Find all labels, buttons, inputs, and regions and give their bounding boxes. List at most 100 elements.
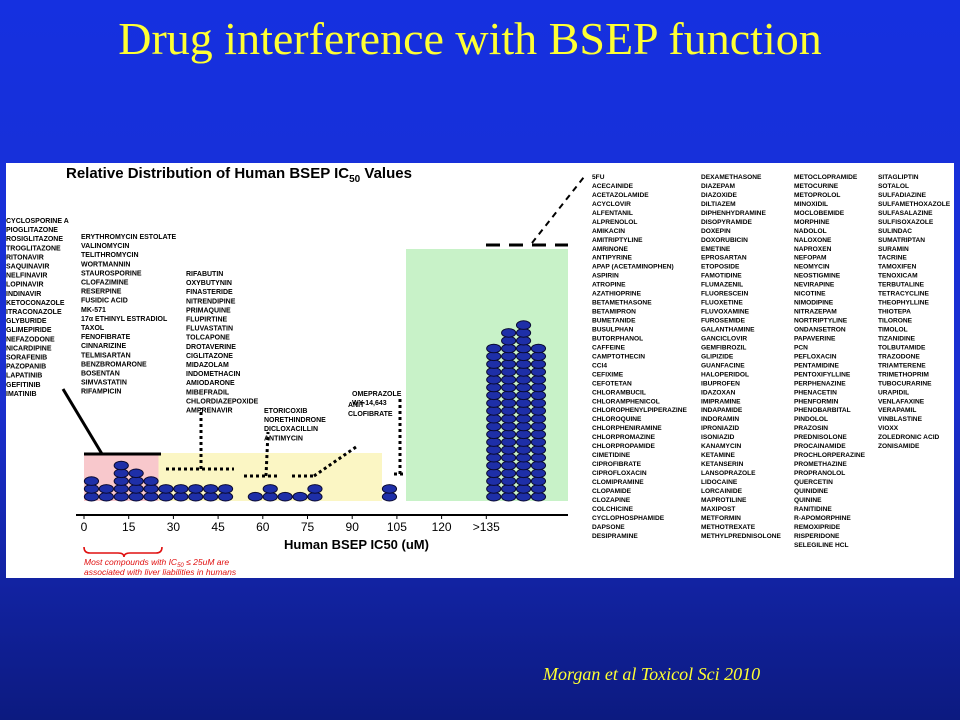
- drug-name: R-APOMORPHINE: [794, 515, 851, 522]
- drug-name: IPRONIAZID: [701, 425, 739, 432]
- drug-name: DICLOXACILLIN: [264, 426, 318, 433]
- drug-name: PRAZOSIN: [794, 425, 828, 432]
- drug-name: PENTOXIFYLLINE: [794, 371, 851, 378]
- drug-name: ZONISAMIDE: [878, 443, 920, 450]
- drug-name: TUBOCURARINE: [878, 380, 932, 387]
- drug-name: TAMOXIFEN: [878, 264, 917, 271]
- drug-name: MAPROTILINE: [701, 497, 747, 504]
- drug-name: QUINIDINE: [794, 488, 829, 495]
- drug-name: DILTIAZEM: [701, 201, 736, 208]
- drug-name: TRAZODONE: [878, 353, 920, 360]
- histogram-bar: [98, 484, 114, 502]
- x-tick-label: 120: [432, 520, 452, 534]
- histogram-bar: [217, 484, 234, 502]
- drug-name: KETOCONAZOLE: [6, 300, 65, 307]
- non-inhibitor-column: 5FUACECAINIDEACETAZOLAMIDEACYCLOVIRALFEN…: [592, 174, 687, 540]
- drug-name: SITAGLIPTIN: [878, 174, 919, 181]
- drug-name: RIFABUTIN: [186, 271, 223, 278]
- drug-name: PERPHENAZINE: [794, 380, 846, 387]
- drug-name: ASPIRIN: [592, 273, 619, 280]
- drug-name: TETRACYCLINE: [878, 291, 930, 298]
- drug-name: SULFADIAZINE: [878, 192, 927, 199]
- drug-name: NAPROXEN: [794, 246, 832, 253]
- drug-name: CLOFAZIMINE: [81, 280, 129, 287]
- drug-name: PENTAMIDINE: [794, 362, 840, 369]
- drug-name: AZATHIOPRINE: [592, 291, 642, 298]
- drug-name: INDORAMIN: [701, 416, 739, 423]
- bar-disc: [515, 320, 532, 330]
- drug-name: CIPROFIBRATE: [592, 461, 642, 468]
- drug-name: ZOLEDRONIC ACID: [878, 434, 940, 441]
- callout-line-1: Most compounds with IC50 ≤ 25uM are: [84, 557, 229, 569]
- drug-name: MAXIPOST: [701, 506, 735, 513]
- drug-name: PROMETHAZINE: [794, 461, 847, 468]
- histogram-bar: [292, 491, 308, 502]
- drug-name: ETORICOXIB: [264, 408, 307, 415]
- drug-name: AMIKACIN: [592, 228, 625, 235]
- drug-name: CLOMIPRAMINE: [592, 479, 644, 486]
- drug-name: MINOXIDIL: [794, 201, 828, 208]
- drug-name: QUERCETIN: [794, 479, 833, 486]
- drug-name: SULFAMETHOXAZOLE: [878, 201, 951, 208]
- bar-disc: [173, 484, 189, 494]
- drug-name: SAQUINAVIR: [6, 264, 49, 271]
- bar-disc: [262, 484, 278, 494]
- x-tick-label: >135: [473, 520, 500, 534]
- bracket-lines: [61, 176, 585, 478]
- drug-name: PROCAINAMIDE: [794, 443, 846, 450]
- drug-name: IDAZOXAN: [701, 389, 736, 396]
- drug-name: DOXEPIN: [701, 228, 731, 235]
- histogram-bar: [486, 343, 502, 502]
- drug-name: INDINAVIR: [6, 291, 41, 298]
- drug-name: CEFIXIME: [592, 371, 624, 378]
- drug-name: BUTORPHANOL: [592, 335, 643, 342]
- drug-name: DESIPRAMINE: [592, 533, 638, 540]
- drug-name: SURAMIN: [878, 246, 909, 253]
- drug-name: PCN: [794, 344, 808, 351]
- drug-name: FINASTERIDE: [186, 289, 233, 296]
- drug-name: CIPROFLOXACIN: [592, 470, 647, 477]
- x-tick-label: 15: [122, 520, 136, 534]
- drug-name: WY-14,643: [352, 400, 387, 407]
- drug-name: RIFAMPICIN: [81, 389, 121, 396]
- drug-name: VINBLASTINE: [878, 416, 923, 423]
- drug-name: NIMODIPINE: [794, 300, 834, 307]
- drug-name: PHENACETIN: [794, 389, 837, 396]
- drug-name: SOTALOL: [878, 183, 909, 190]
- drug-name: NITRENDIPINE: [186, 298, 236, 305]
- histogram-bar: [501, 328, 517, 502]
- drug-name: CEFOTETAN: [592, 380, 632, 387]
- drug-name: RESERPINE: [81, 289, 122, 296]
- histogram-bar: [515, 320, 532, 502]
- drug-name: RANITIDINE: [794, 506, 832, 513]
- drug-name: CLOPAMIDE: [592, 488, 632, 495]
- drug-name: PROPRANOLOL: [794, 470, 845, 477]
- drug-name: TELMISARTAN: [81, 352, 131, 359]
- histogram-bar: [128, 468, 144, 502]
- drug-name: ACECAINIDE: [592, 183, 634, 190]
- drug-name: NEVIRAPINE: [794, 282, 835, 289]
- drug-name: NEOSTIGMINE: [794, 273, 841, 280]
- drug-name: MIBEFRADIL: [186, 389, 230, 396]
- drug-name: VALINOMYCIN: [81, 243, 129, 250]
- drug-name: METOCURINE: [794, 183, 839, 190]
- drug-name: DEXAMETHASONE: [701, 174, 762, 181]
- drug-name: CYCLOPHOSPHAMIDE: [592, 515, 665, 522]
- drug-name: FLUORESCEIN: [701, 291, 748, 298]
- drug-name: FLUVOXAMINE: [701, 309, 750, 316]
- drug-name: THIOTEPA: [878, 309, 911, 316]
- histogram-bar: [247, 491, 263, 502]
- drug-name: TAXOL: [81, 325, 105, 332]
- leader-0-15: [61, 388, 104, 455]
- drug-name: TOLBUTAMIDE: [878, 344, 926, 351]
- leader-75-80: [313, 445, 357, 478]
- chart-title: Relative Distribution of Human BSEP IC50…: [66, 165, 412, 185]
- x-tick-label: 45: [211, 520, 225, 534]
- x-tick-label: 0: [81, 520, 88, 534]
- drug-name: TELITHROMYCIN: [81, 252, 139, 259]
- drug-name: PEFLOXACIN: [794, 353, 837, 360]
- chart-title-main: Relative Distribution of Human BSEP IC: [66, 165, 349, 182]
- drug-name: ITRACONAZOLE: [6, 309, 62, 316]
- drug-name: AMITRIPTYLINE: [592, 237, 643, 244]
